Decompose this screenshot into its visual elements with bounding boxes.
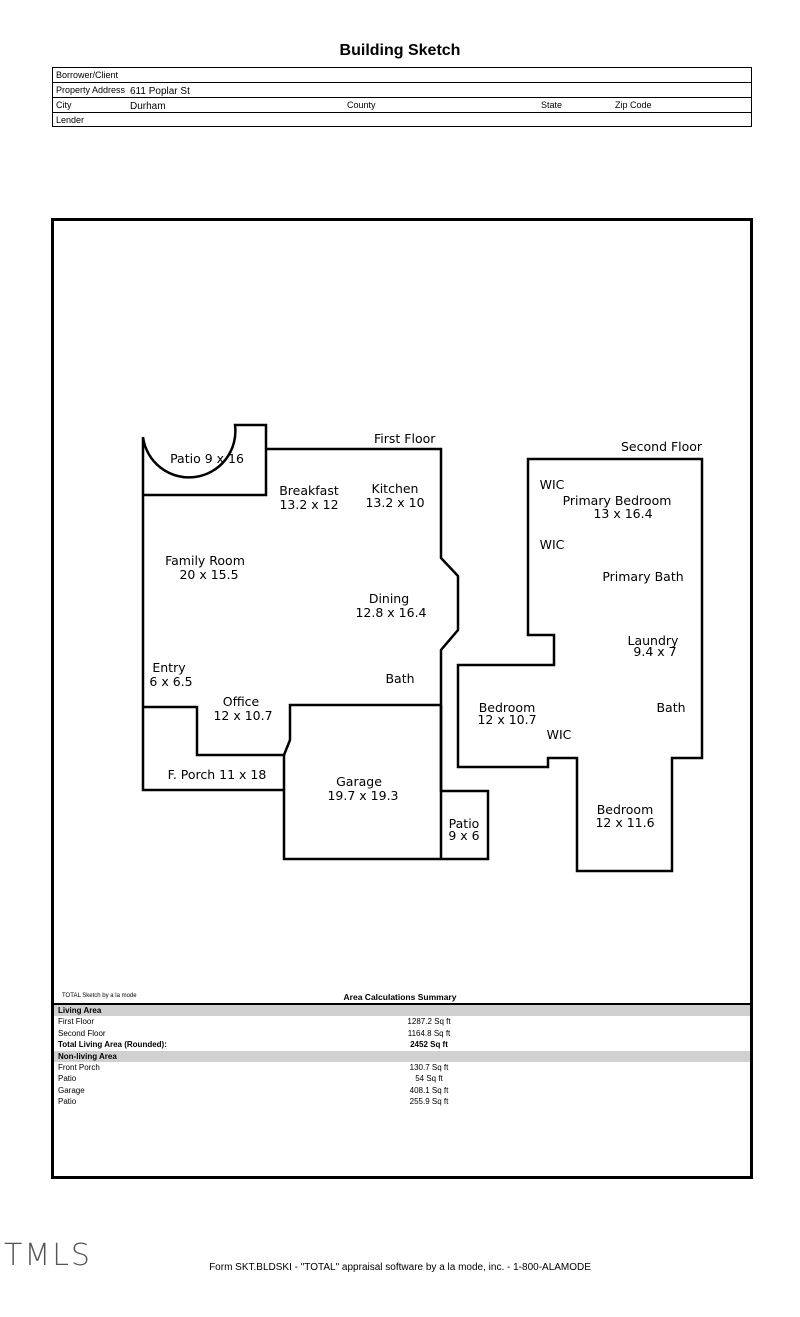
second-floor-outline <box>456 457 704 873</box>
patio2-label: Patio <box>449 816 480 831</box>
table-row: Patio 255.9 Sq ft <box>54 1096 750 1108</box>
row-label: Front Porch <box>58 1062 100 1072</box>
patio-round-outline <box>141 423 268 497</box>
second-floor-label: Second Floor <box>621 439 703 454</box>
dining-dim: 12.8 x 16.4 <box>355 605 426 620</box>
row-label: Garage <box>58 1085 85 1095</box>
breakfast-label: Breakfast <box>279 483 339 498</box>
primary-bath-label: Primary Bath <box>602 569 683 584</box>
breakfast-dim: 13.2 x 12 <box>279 497 338 512</box>
office-garage-wall <box>282 703 441 756</box>
address-row: Property Address 611 Poplar St <box>53 83 751 98</box>
family-room-label: Family Room <box>165 553 245 568</box>
entry-office-wall <box>143 705 286 790</box>
table-row: First Floor 1287.2 Sq ft <box>54 1016 750 1028</box>
first-floor-label: First Floor <box>374 431 436 446</box>
patio1-label: Patio 9 x 16 <box>170 451 244 466</box>
total-label: Total Living Area (Rounded): <box>58 1040 167 1049</box>
row-value: 408.1 Sq ft <box>409 1085 449 1095</box>
zip-label: Zip Code <box>615 100 652 110</box>
city-value: Durham <box>130 101 166 112</box>
row-label: Patio <box>58 1074 77 1083</box>
row-label: Second Floor <box>58 1028 106 1038</box>
row-value: 130.7 Sq ft <box>409 1062 449 1072</box>
sketch-by-credit: TOTAL Sketch by a la mode <box>62 993 137 999</box>
bedroom2-label: Bedroom <box>597 802 654 817</box>
wic2-label: WIC <box>540 537 565 552</box>
row-label: First Floor <box>58 1017 94 1026</box>
entry-label: Entry <box>152 660 186 675</box>
tmls-watermark-logo: TMLS <box>4 1238 92 1273</box>
family-room-dim: 20 x 15.5 <box>179 567 238 582</box>
total-value: 2452 Sq ft <box>410 1040 448 1049</box>
office-label: Office <box>223 694 260 709</box>
county-label: County <box>347 100 376 110</box>
laundry-dim: 9.4 x 7 <box>633 644 676 659</box>
area-summary-title: Area Calculations Summary <box>343 992 457 1002</box>
city-row: City Durham County State Zip Code <box>53 98 751 113</box>
bath2-label: Bath <box>656 700 685 715</box>
garage-label: Garage <box>336 774 382 789</box>
bedroom2-dim: 12 x 11.6 <box>595 815 654 830</box>
bath1-label: Bath <box>385 671 414 686</box>
bedroom1-dim: 12 x 10.7 <box>477 712 536 727</box>
table-row: Second Floor 1164.8 Sq ft <box>54 1028 750 1040</box>
living-area-heading: Living Area <box>54 1005 750 1016</box>
wic1-label: WIC <box>540 477 565 492</box>
borrower-row: Borrower/Client <box>53 68 751 83</box>
lender-label: Lender <box>56 115 85 125</box>
table-row: Patio 54 Sq ft <box>54 1073 750 1085</box>
bedroom1-label: Bedroom <box>479 700 536 715</box>
form-footer: Form SKT.BLDSKI - "TOTAL" appraisal soft… <box>209 1262 591 1273</box>
primary-bedroom-dim: 13 x 16.4 <box>593 506 652 521</box>
lender-row: Lender <box>53 113 751 128</box>
area-calculations-table: Living Area First Floor 1287.2 Sq ft Sec… <box>54 1005 750 1125</box>
patio2-dim: 9 x 6 <box>448 828 479 843</box>
property-info-table: Borrower/Client Property Address 611 Pop… <box>52 67 752 127</box>
row-value: 54 Sq ft <box>415 1074 443 1083</box>
summary-divider <box>52 1003 752 1006</box>
non-living-area-heading: Non-living Area <box>54 1050 750 1062</box>
floor-plan: First Floor Second Floor Patio 9 x 16 Br… <box>141 423 704 873</box>
laundry-label: Laundry <box>628 633 680 648</box>
row-value: 1164.8 Sq ft <box>407 1028 451 1038</box>
city-label: City <box>56 100 72 110</box>
table-row: Garage 408.1 Sq ft <box>54 1085 750 1097</box>
state-label: State <box>541 100 563 110</box>
address-value: 611 Poplar St <box>130 86 190 97</box>
row-value: 1287.2 Sq ft <box>407 1017 451 1026</box>
address-label: Property Address <box>56 85 126 95</box>
borrower-label: Borrower/Client <box>56 70 119 80</box>
row-value: 255.9 Sq ft <box>409 1097 449 1106</box>
wic3-label: WIC <box>547 727 572 742</box>
kitchen-label: Kitchen <box>372 481 419 496</box>
front-porch-label: F. Porch 11 x 18 <box>168 767 267 782</box>
dining-label: Dining <box>369 591 409 606</box>
garage-dim: 19.7 x 19.3 <box>327 788 398 803</box>
office-dim: 12 x 10.7 <box>213 708 272 723</box>
entry-dim: 6 x 6.5 <box>149 674 192 689</box>
total-row: Total Living Area (Rounded): 2452 Sq ft <box>54 1039 750 1051</box>
table-row: Front Porch 130.7 Sq ft <box>54 1062 750 1074</box>
sketch-frame <box>51 218 753 1179</box>
page-title: Building Sketch <box>339 42 461 59</box>
kitchen-dim: 13.2 x 10 <box>365 495 424 510</box>
primary-bedroom-label: Primary Bedroom <box>563 493 672 508</box>
row-label: Patio <box>58 1097 77 1106</box>
